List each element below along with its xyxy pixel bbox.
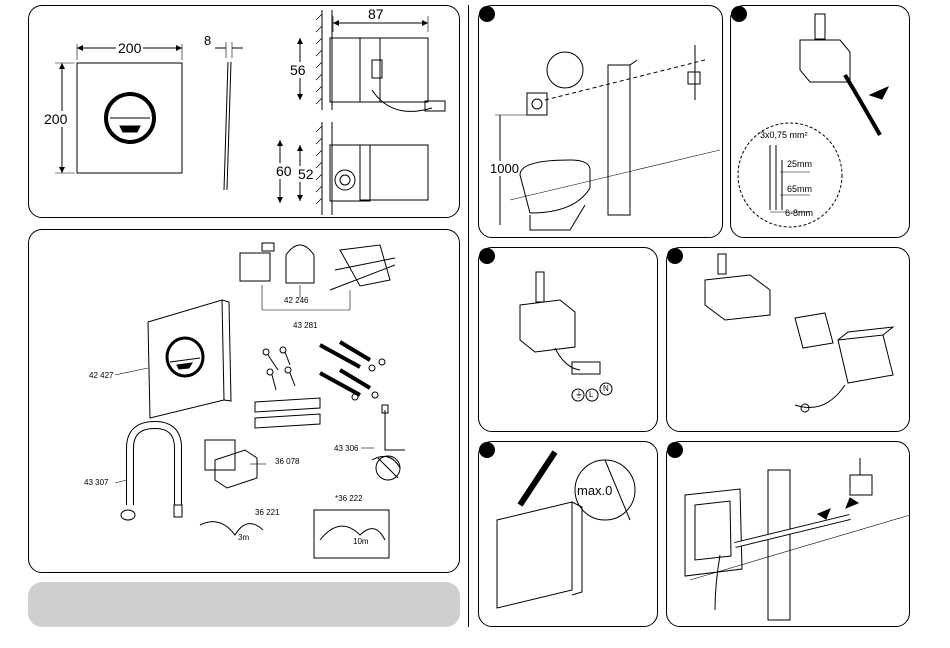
strip-6-8mm-label: 6-8mm [785, 208, 813, 219]
terminal-n-label: N [603, 384, 609, 394]
strip-25mm-label: 25mm [787, 159, 812, 170]
max-offset-label: max.0 [577, 483, 612, 498]
wire-spec-label: 3x0,75 mm² [760, 130, 808, 141]
install-height-label: 1000 [490, 161, 519, 176]
terminal-ground-label: ⏚ [575, 390, 583, 400]
strip-65mm-label: 65mm [787, 184, 812, 195]
terminal-l-label: L [589, 390, 593, 400]
